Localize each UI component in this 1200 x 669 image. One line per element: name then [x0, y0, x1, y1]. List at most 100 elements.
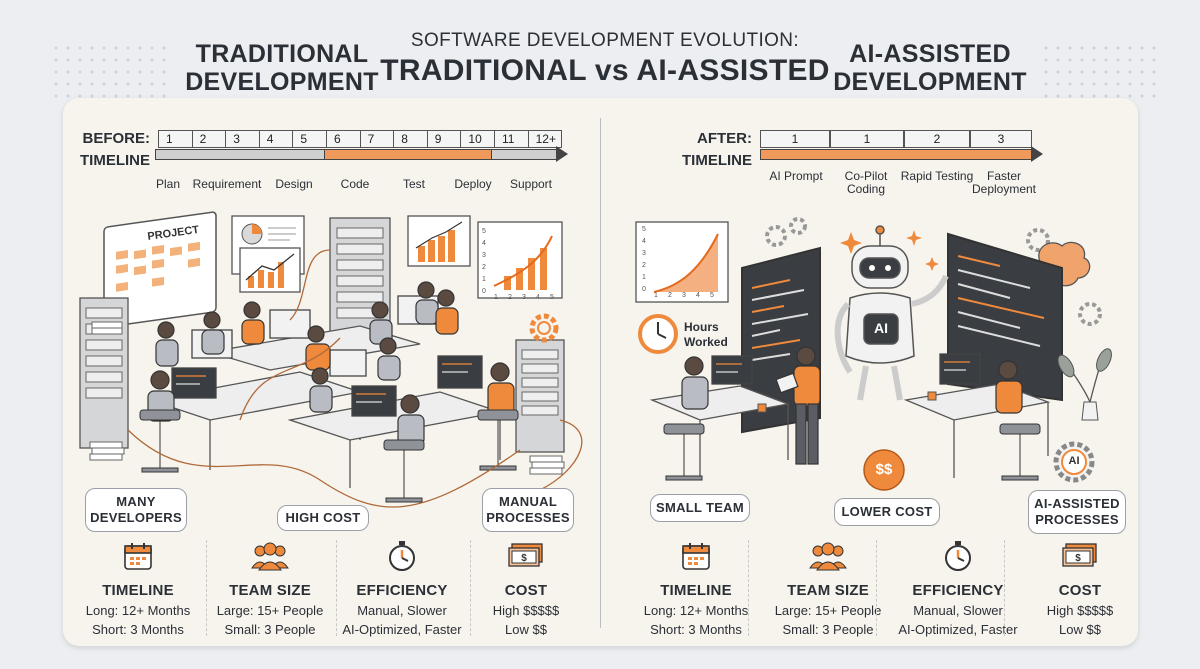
- ai-gear-icon: [1053, 441, 1095, 483]
- money-icon: $: [456, 538, 596, 574]
- gear-icon: [529, 313, 559, 343]
- center-divider: [600, 118, 601, 628]
- growth-line-chart: [477, 221, 563, 299]
- after-phase-label: Rapid Testing: [900, 169, 974, 183]
- ai-chart-x-tick: 4: [696, 292, 700, 299]
- ai-chart-y-tick: 4: [642, 238, 646, 245]
- ai-chart-y-tick: 1: [642, 274, 646, 281]
- traditional-stat-line-1: Large: 15+ People: [216, 603, 324, 618]
- before-phase-label: Test: [402, 177, 425, 191]
- before-timeline-segment: 12+: [527, 130, 563, 148]
- ai-gear-label: AI: [1068, 455, 1080, 467]
- ai-stat-line-2: AI-Optimized, Faster: [898, 622, 1018, 637]
- line-chart-x-tick: 5: [550, 294, 554, 301]
- line-chart-y-tick: 0: [482, 288, 486, 295]
- svg-text:$: $: [1075, 553, 1081, 564]
- before-timeline-segment: 4: [258, 130, 294, 148]
- svg-text:$: $: [521, 553, 527, 564]
- robot-assistant: [834, 225, 949, 401]
- stat-separator: [876, 540, 877, 636]
- ai-desk-monitors: [711, 353, 981, 385]
- after-timeline-segment: 1: [830, 130, 904, 148]
- line-chart-x-tick: 2: [508, 294, 512, 301]
- before-timeline-arrow-head: [556, 146, 568, 162]
- ai-stat-line-1: Manual, Slower: [913, 603, 1003, 618]
- ai-developers: [681, 356, 1023, 414]
- ai-chairs: [663, 423, 1041, 481]
- traditional-stat-line-2: Small: 3 People: [224, 622, 316, 637]
- manager-figure: [775, 346, 821, 465]
- after-timeline-label: AFTER: TIMELINE: [682, 130, 752, 169]
- mug-icon: [927, 391, 937, 401]
- after-timeline-segment: 1: [760, 130, 830, 148]
- traditional-stat-cost: $ COST High $$$$$ Low $$: [456, 538, 596, 637]
- coin-label: $$: [875, 461, 893, 478]
- before-phase-label: Support: [509, 177, 553, 191]
- coin-icon: [863, 449, 905, 491]
- pie-chart-card: [231, 215, 305, 275]
- many-developers-pill: MANY DEVELOPERS: [85, 488, 187, 532]
- traditional-stat-title: TEAM SIZE: [229, 582, 311, 599]
- after-timeline-segment: 3: [970, 130, 1032, 148]
- ai-stat-line-2: Short: 3 Months: [650, 622, 742, 637]
- manual-processes-pill: MANUAL PROCESSES: [482, 488, 574, 532]
- team-icon: [758, 538, 898, 574]
- server-rack-center: [329, 217, 391, 339]
- gears-icon: [765, 217, 1102, 326]
- before-phase-label: Deploy: [454, 177, 492, 191]
- mug-icon: [757, 403, 767, 413]
- traditional-stat-line-1: Long: 12+ Months: [85, 603, 191, 618]
- traditional-heading: TRADITIONAL DEVELOPMENT: [185, 40, 379, 96]
- calendar-icon: [68, 538, 208, 574]
- ai-chart-y-tick: 3: [642, 250, 646, 257]
- traditional-stat-line-2: Low $$: [505, 622, 547, 637]
- project-board: [103, 211, 217, 328]
- server-rack-right: [515, 339, 565, 453]
- ai-stat-title: TIMELINE: [660, 582, 732, 599]
- traditional-stat-title: TIMELINE: [102, 582, 174, 599]
- after-timeline-arrow-head: [1031, 146, 1043, 162]
- line-chart-x-tick: 3: [522, 294, 526, 301]
- after-phase-label: AI Prompt: [769, 169, 823, 183]
- robot-chest-label: AI: [874, 320, 888, 336]
- clock-icon: [638, 314, 678, 354]
- before-timeline-segment: 10: [460, 130, 495, 148]
- dot-pattern-right: [1040, 42, 1160, 102]
- ai-desks: [649, 383, 1051, 480]
- team-icon: [200, 538, 340, 574]
- traditional-stat-line-1: Manual, Slower: [357, 603, 447, 618]
- ai-chart-x-tick: 1: [654, 292, 658, 299]
- line-chart-y-tick: 1: [482, 276, 486, 283]
- line-chart-x-tick: 4: [536, 294, 540, 301]
- title-line-1: SOFTWARE DEVELOPMENT EVOLUTION:: [410, 30, 800, 51]
- stat-separator: [336, 540, 337, 636]
- before-timeline-segment: 7: [359, 130, 395, 148]
- ai-chart-y-tick: 0: [642, 286, 646, 293]
- stat-separator: [1004, 540, 1005, 636]
- ai-stat-line-1: Long: 12+ Months: [643, 603, 749, 618]
- after-phase-label: Co-Pilot Coding: [844, 169, 888, 196]
- ai-chart-y-tick: 5: [642, 226, 646, 233]
- line-chart-y-tick: 2: [482, 264, 486, 271]
- ai-heading: AI-ASSISTED DEVELOPMENT: [833, 40, 1027, 96]
- ai-stat-line-1: High $$$$$: [1046, 603, 1114, 618]
- traditional-stat-line-1: High $$$$$: [492, 603, 560, 618]
- traditional-stat-line-2: Short: 3 Months: [92, 622, 184, 637]
- line-chart-y-tick: 4: [482, 240, 486, 247]
- ai-stat-title: COST: [1058, 582, 1102, 599]
- paper-stack-icon: [89, 321, 565, 475]
- ai-chart-y-tick: 2: [642, 262, 646, 269]
- line-chart-y-tick: 3: [482, 252, 486, 259]
- bar-chart-card: [239, 247, 301, 293]
- dot-pattern-left: [50, 42, 170, 102]
- ai-stat-line-1: Large: 15+ People: [774, 603, 882, 618]
- lower-cost-pill: LOWER COST: [834, 498, 940, 526]
- traditional-stat-title: COST: [504, 582, 548, 599]
- stat-separator: [206, 540, 207, 636]
